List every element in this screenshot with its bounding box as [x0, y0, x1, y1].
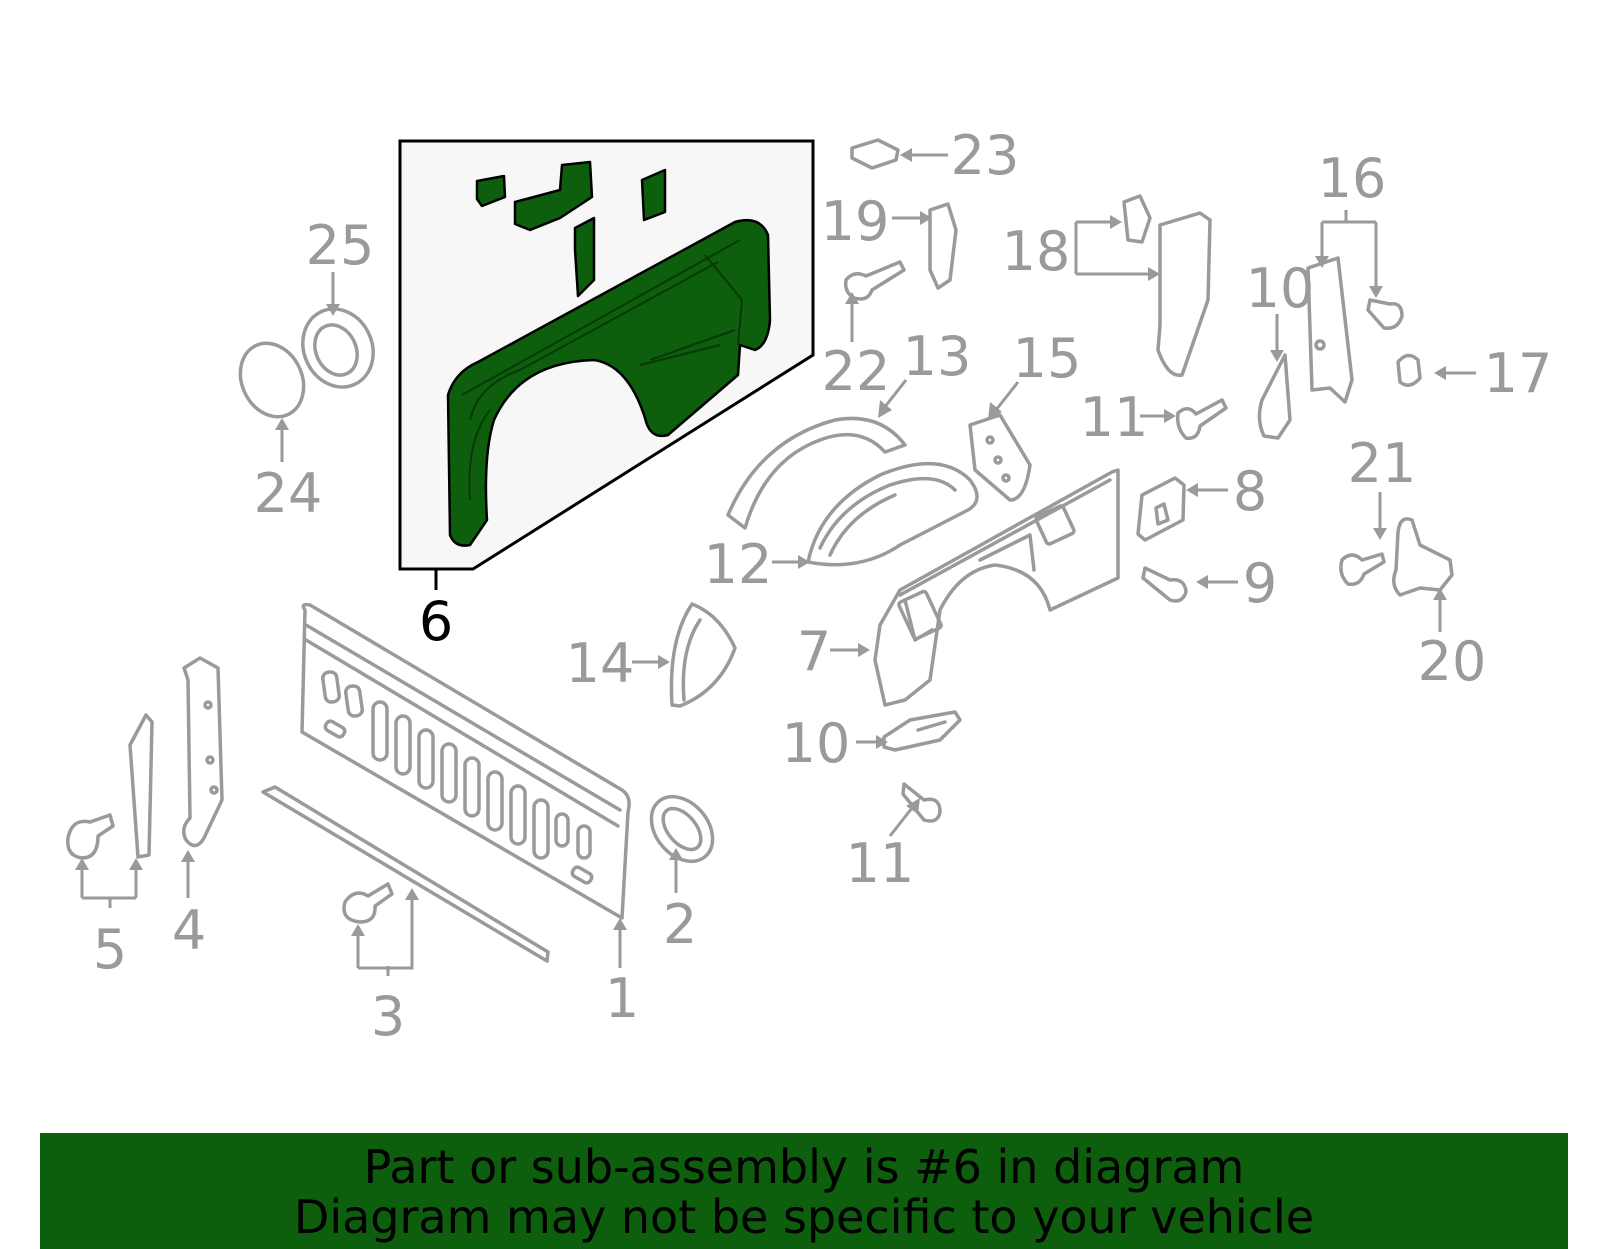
callout-11-lower: 11 — [846, 832, 915, 895]
callout-11-upper: 11 — [1080, 386, 1149, 449]
bracket-part-16 — [1306, 256, 1404, 404]
callout-labels: 1 2 3 4 5 6 7 8 9 10 10 11 11 12 13 14 1… — [93, 124, 1553, 1048]
bracket-part-10-upper — [1257, 353, 1292, 440]
strip-part-5 — [66, 713, 154, 860]
callout-25: 25 — [306, 214, 375, 277]
bracket-part-19 — [928, 202, 958, 290]
callout-12: 12 — [704, 533, 773, 596]
callout-9: 9 — [1243, 552, 1277, 615]
fuel-housing-part-25 — [301, 307, 375, 389]
arch-trim-part-13 — [726, 416, 907, 530]
callout-22: 22 — [822, 340, 891, 403]
grommet-part-2 — [649, 795, 715, 863]
callout-10-upper: 10 — [1246, 257, 1315, 320]
callout-10-lower: 10 — [782, 712, 851, 775]
wheelhouse-part-12 — [806, 461, 979, 567]
bolt-part-9 — [1141, 566, 1188, 603]
callout-17: 17 — [1484, 342, 1553, 405]
callout-23: 23 — [951, 124, 1020, 187]
callout-2: 2 — [663, 893, 697, 956]
callout-14: 14 — [566, 632, 635, 695]
flap-part-14 — [669, 602, 737, 708]
callout-6[interactable]: 6 — [419, 590, 453, 653]
tailgate-panel — [300, 602, 631, 920]
bolt-part-22 — [843, 260, 906, 301]
callout-8: 8 — [1233, 460, 1267, 523]
leader-lines — [75, 148, 1476, 976]
screw-part-11-upper — [1175, 398, 1228, 440]
callout-3: 3 — [371, 985, 405, 1048]
callout-15: 15 — [1013, 327, 1082, 390]
banner-line-2: Diagram may not be specific to your vehi… — [293, 1190, 1315, 1244]
callout-13: 13 — [903, 325, 972, 388]
callout-24: 24 — [254, 462, 323, 525]
fuel-door-part-24 — [238, 341, 306, 419]
nut-part-17 — [1396, 353, 1422, 387]
callout-7: 7 — [797, 620, 831, 683]
bracket-part-4 — [182, 656, 224, 848]
callout-1: 1 — [605, 967, 639, 1030]
callout-20: 20 — [1418, 630, 1487, 693]
latch-part-20 — [1392, 517, 1454, 597]
callout-16: 16 — [1318, 147, 1387, 210]
callout-19: 19 — [821, 190, 890, 253]
side-panel-part-7 — [873, 468, 1120, 707]
screw-part-11-lower — [901, 782, 942, 823]
callout-21: 21 — [1348, 432, 1417, 495]
bolt-part-21 — [1339, 552, 1386, 587]
bracket-part-10-lower — [882, 710, 962, 752]
callout-18: 18 — [1002, 220, 1071, 283]
banner-line-1: Part or sub-assembly is #6 in diagram — [363, 1140, 1245, 1194]
callout-5: 5 — [93, 918, 127, 981]
bracket-part-15 — [968, 413, 1032, 502]
callout-4: 4 — [172, 899, 206, 962]
seal-part-3 — [261, 785, 550, 963]
inner-panel-part-6[interactable] — [446, 160, 772, 547]
plate-part-8 — [1136, 476, 1186, 542]
clip-part-23 — [850, 138, 900, 170]
info-banner: Part or sub-assembly is #6 in diagram Di… — [40, 1133, 1568, 1249]
bracket-part-18 — [1122, 194, 1212, 378]
